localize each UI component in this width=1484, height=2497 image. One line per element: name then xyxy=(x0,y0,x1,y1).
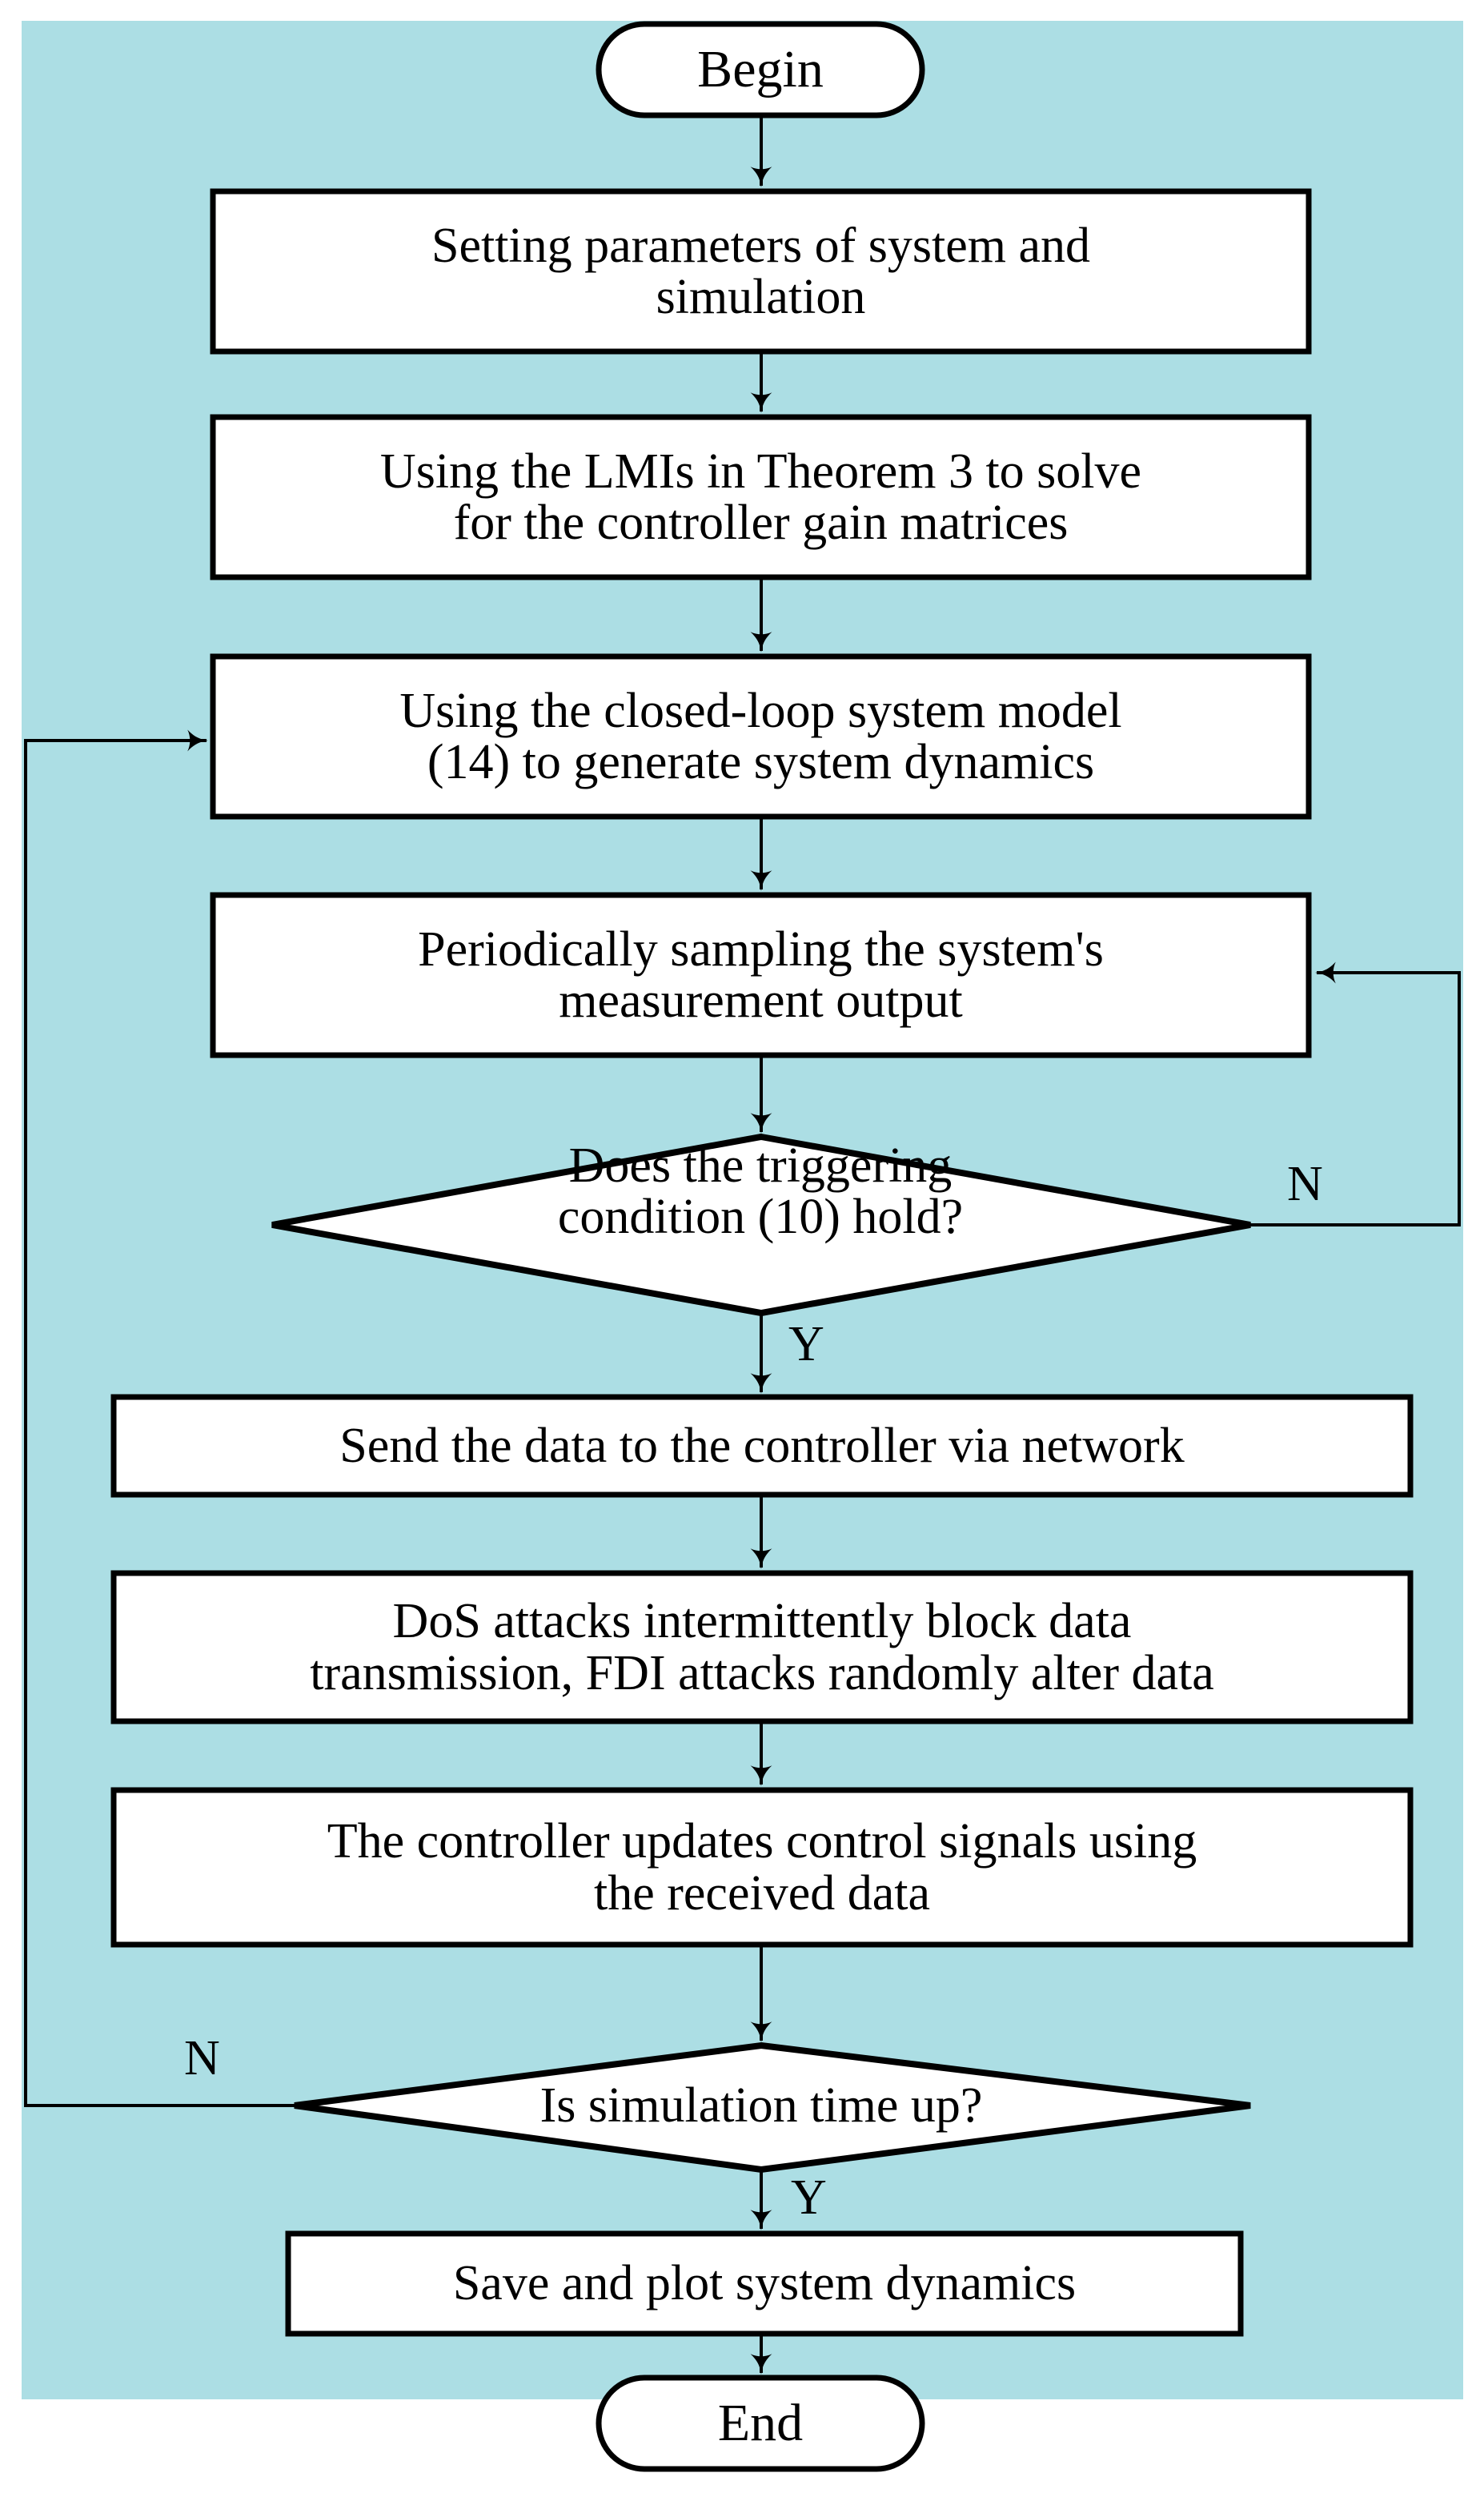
edge-label-trigger-no: N xyxy=(1287,1157,1323,1211)
node-simtime-shape xyxy=(294,2041,1251,2174)
node-lmi-shape xyxy=(210,414,1312,580)
node-sample-shape xyxy=(210,892,1312,1058)
node-begin-shape xyxy=(596,21,925,118)
node-update-shape xyxy=(110,1787,1414,1948)
edge-label-simtime-no: N xyxy=(184,2031,220,2086)
node-trigger-shape xyxy=(271,1133,1251,1317)
node-attacks-shape xyxy=(110,1570,1414,1724)
edge-label-simtime-yes: Y xyxy=(791,2170,827,2225)
edge-trigger-no-to-sample xyxy=(1250,961,1461,1226)
node-model-shape xyxy=(210,653,1312,820)
node-setup-shape xyxy=(210,188,1312,355)
node-save-shape xyxy=(285,2230,1244,2337)
node-end-shape xyxy=(596,2375,925,2472)
edge-simtime-no-to-model xyxy=(24,729,295,2107)
node-send-shape xyxy=(110,1394,1414,1498)
edge-label-trigger-yes: Y xyxy=(788,1317,824,1371)
